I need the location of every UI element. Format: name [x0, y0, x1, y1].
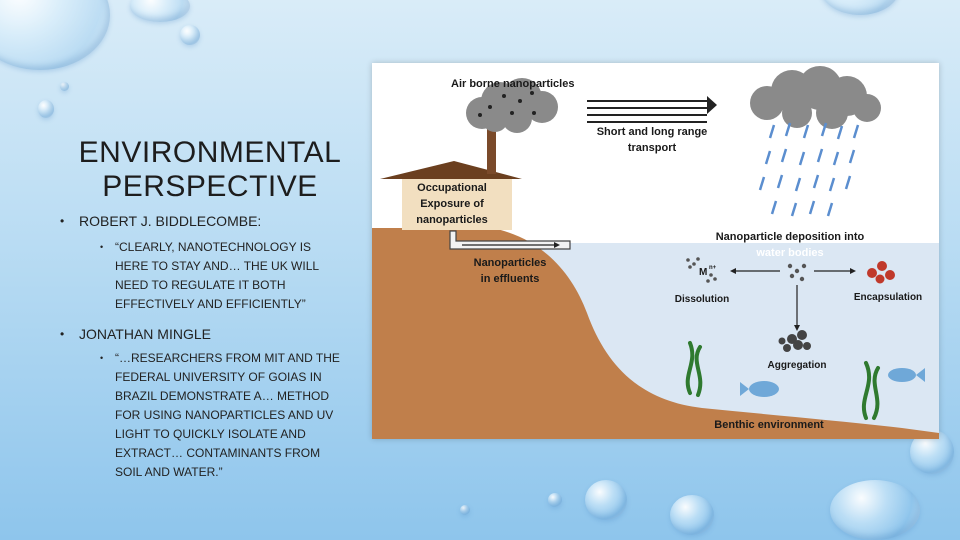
bullet-label: ROBERT J. BIDDLECOMBE: — [79, 213, 262, 229]
quote-line: FEDERAL UNIVERSITY OF GOIAS IN — [115, 370, 322, 384]
water-droplet — [180, 25, 200, 45]
arrow-head-icon — [850, 268, 856, 274]
seaweed — [685, 341, 703, 397]
fish-icon — [740, 381, 779, 397]
water-droplet — [130, 0, 190, 22]
house-roof — [380, 161, 522, 179]
quote-line: HERE TO STAY AND… THE UK WILL — [115, 259, 320, 273]
arrow-head-icon — [554, 242, 560, 248]
smoke-cloud — [466, 78, 558, 133]
bullet-item: • JONATHAN MINGLE — [60, 325, 360, 344]
effluents-label: in effluents — [481, 273, 540, 285]
arrow-head-icon — [730, 268, 736, 274]
encapsulated-particles — [867, 261, 895, 284]
fish-icon — [888, 368, 925, 382]
transport-label: transport — [628, 142, 677, 154]
slide-title: ENVIRONMENTAL PERSPECTIVE — [60, 136, 360, 204]
aggregation-label: Aggregation — [768, 360, 827, 371]
bullet-dot-icon: • — [100, 353, 104, 363]
water-droplet — [548, 493, 562, 507]
seaweed — [861, 361, 880, 420]
water-droplet — [38, 100, 54, 118]
deposition-label: water bodies — [755, 247, 823, 259]
water-droplet — [820, 0, 900, 15]
quote-text: “…RESEARCHERS FROM MIT AND THE FEDERAL U… — [115, 349, 362, 482]
quote-line: SOIL AND WATER.” — [115, 465, 223, 479]
quote-text: “CLEARLY, NANOTECHNOLOGY IS HERE TO STAY… — [115, 238, 362, 314]
water-droplet — [60, 82, 69, 91]
dissolved-particles — [686, 257, 717, 283]
metal-ion-label: M — [699, 267, 707, 278]
bullet-label: JONATHAN MINGLE — [79, 326, 211, 342]
quote-line: NEED TO REGULATE IT BOTH — [115, 278, 286, 292]
aggregated-particles — [778, 330, 811, 352]
quote-line: EXTRACT… CONTAMINANTS FROM — [115, 446, 321, 460]
chimney — [487, 129, 496, 174]
quote-line: FOR USING NANOPARTICLES AND UV — [115, 408, 334, 422]
encapsulation-label: Encapsulation — [854, 292, 922, 303]
arrow-head-icon — [794, 325, 800, 331]
bullet-dot-icon: • — [60, 327, 65, 341]
sub-bullet-item: • “CLEARLY, NANOTECHNOLOGY IS HERE TO ST… — [100, 238, 362, 314]
rain-cloud — [750, 66, 881, 129]
transport-arrows — [587, 100, 707, 123]
transport-label: Short and long range — [597, 126, 708, 138]
bullet-dot-icon: • — [100, 242, 104, 252]
water-droplet — [670, 495, 714, 535]
effluents-label: Nanoparticles — [474, 257, 547, 269]
quote-line: “…RESEARCHERS FROM MIT AND THE — [115, 351, 340, 365]
deposition-label: Nanoparticle deposition into — [716, 231, 865, 243]
airborne-label: Air borne nanoparticles — [451, 78, 574, 90]
dispersed-particles — [787, 263, 807, 282]
bullet-dot-icon: • — [60, 214, 65, 228]
soil-terrain — [372, 228, 939, 439]
dissolution-label: Dissolution — [675, 294, 729, 305]
ion-charge-label: n+ — [709, 265, 717, 271]
house-wall — [402, 178, 512, 230]
title-line: ENVIRONMENTAL — [78, 136, 342, 169]
sub-bullet-item: • “…RESEARCHERS FROM MIT AND THE FEDERAL… — [100, 349, 362, 482]
occupational-label: Occupational — [417, 182, 487, 194]
bullet-item: • ROBERT J. BIDDLECOMBE: — [60, 212, 360, 231]
quote-line: “CLEARLY, NANOTECHNOLOGY IS — [115, 240, 312, 254]
water-droplet — [460, 505, 470, 515]
rain-drops — [758, 122, 860, 217]
quote-line: LIGHT TO QUICKLY ISOLATE AND — [115, 427, 306, 441]
arrow-head-icon — [707, 96, 717, 114]
water-droplet — [830, 480, 920, 540]
nanoparticle-environment-diagram: Air borne nanoparticles Short and long r… — [372, 63, 939, 439]
occupational-label: Exposure of — [420, 198, 484, 210]
airborne-particles — [478, 91, 536, 117]
diagram-svg: Air borne nanoparticles Short and long r… — [372, 66, 939, 439]
water-droplet — [585, 480, 627, 520]
quote-line: BRAZIL DEMONSTRATE A… METHOD — [115, 389, 330, 403]
benthic-label: Benthic environment — [714, 419, 824, 431]
process-arrows — [736, 270, 850, 325]
water-droplet — [0, 0, 110, 70]
occupational-label: nanoparticles — [416, 214, 488, 226]
title-line: PERSPECTIVE — [102, 170, 318, 203]
quote-line: EFFECTIVELY AND EFFICIENTLY” — [115, 297, 306, 311]
